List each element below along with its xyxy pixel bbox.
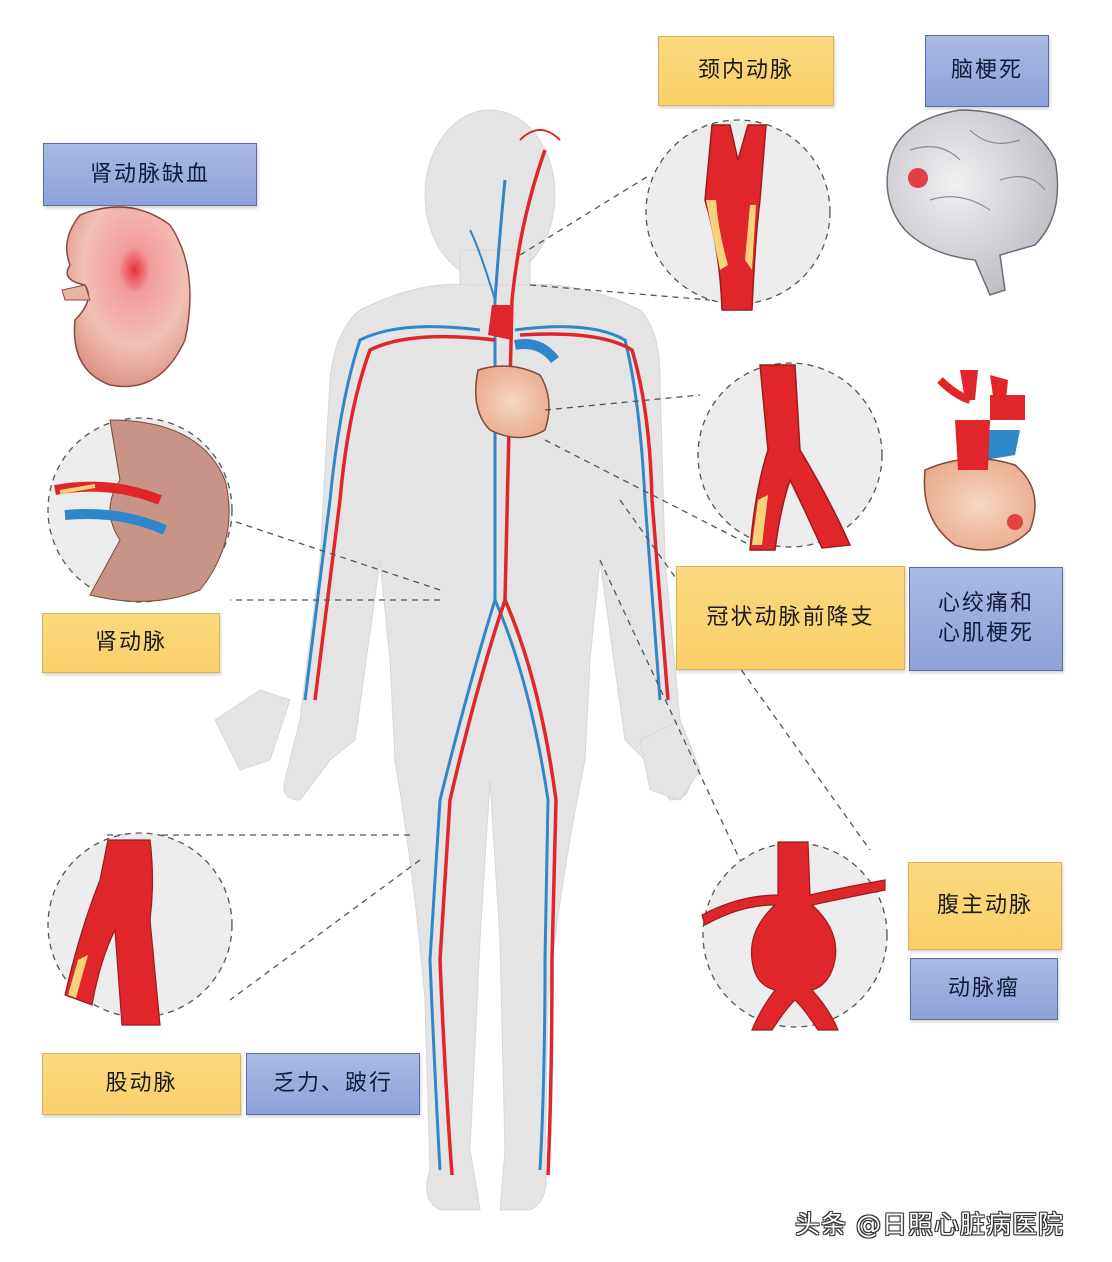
- label-renal-artery: 肾动脉: [42, 613, 220, 673]
- heart-illustration: [475, 305, 559, 439]
- label-cerebral-infarction: 脑梗死: [925, 35, 1049, 107]
- veins: [303, 179, 662, 1171]
- kidney-illustration: [61, 206, 191, 388]
- label-angina-line1: 心绞痛和: [937, 591, 1034, 617]
- watermark: 头条 @日照心脏病医院: [795, 1210, 1064, 1239]
- label-angina-line2: 心肌梗死: [937, 621, 1034, 646]
- lad-detail: [697, 362, 883, 551]
- arteries: [313, 129, 670, 1176]
- label-fatigue-claudication: 乏力、跛行: [246, 1053, 420, 1115]
- label-femoral-artery: 股动脉: [42, 1053, 241, 1115]
- label-aneurysm: 动脉瘤: [910, 958, 1058, 1020]
- human-body-silhouette: [214, 109, 701, 1211]
- heart-side-illustration: [923, 370, 1036, 551]
- femoral-detail: [47, 832, 233, 1026]
- label-lad-artery: 冠状动脉前降支: [676, 566, 905, 670]
- label-angina-mi: 心绞痛和 心肌梗死: [909, 567, 1063, 671]
- carotid-detail: [645, 119, 831, 311]
- brain-illustration: [886, 109, 1059, 296]
- label-carotid-artery: 颈内动脉: [658, 36, 834, 106]
- label-renal-ischemia: 肾动脉缺血: [43, 143, 257, 206]
- label-abdominal-aorta: 腹主动脉: [908, 862, 1062, 950]
- renal-artery-detail: [47, 417, 233, 603]
- aneurysm-detail: [701, 841, 888, 1031]
